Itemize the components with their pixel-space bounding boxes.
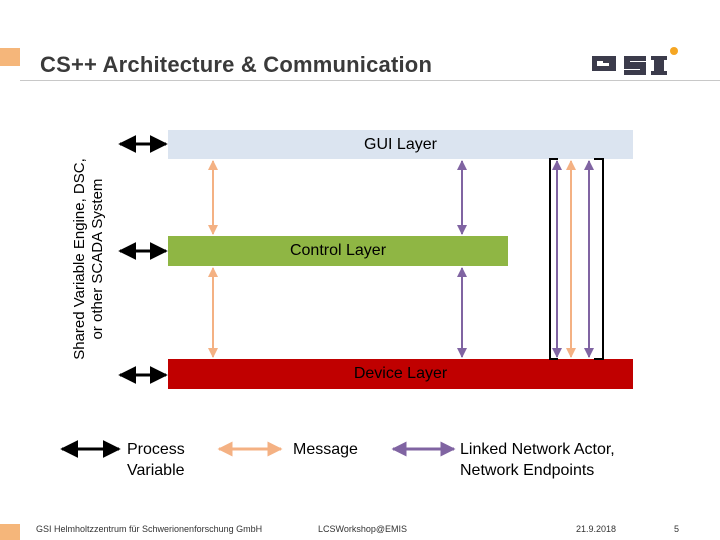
accent-bar-top	[0, 48, 20, 66]
legend-process-variable: Process Variable	[127, 439, 185, 481]
slide-title: CS++ Architecture & Communication	[40, 52, 433, 77]
direct-connection-bracket	[549, 158, 604, 360]
accent-bar-bottom	[0, 524, 20, 540]
device-layer-box: Device Layer	[168, 359, 633, 389]
legend-message: Message	[293, 441, 358, 458]
device-layer-label: Device Layer	[353, 365, 448, 382]
footer-page-number: 5	[674, 524, 680, 534]
control-layer-label: Control Layer	[289, 242, 387, 259]
legend-pv-line1: Process	[127, 441, 185, 458]
gui-layer-label: GUI Layer	[364, 135, 437, 153]
title-divider	[20, 80, 720, 81]
gsi-logo	[592, 47, 678, 75]
footer-date: 21.9.2018	[576, 524, 617, 534]
legend-pv-line2: Variable	[127, 462, 185, 479]
footer-event: LCSWorkshop@EMIS	[318, 524, 407, 534]
footer-organization: GSI Helmholtzzentrum für Schwerionenfors…	[36, 524, 263, 534]
legend-net-line1: Linked Network Actor,	[460, 441, 615, 458]
gui-layer-box: GUI Layer	[168, 130, 633, 159]
control-layer-box: Control Layer	[168, 236, 508, 266]
legend-network: Linked Network Actor, Network Endpoints	[460, 439, 615, 481]
legend-net-line2: Network Endpoints	[460, 462, 595, 479]
